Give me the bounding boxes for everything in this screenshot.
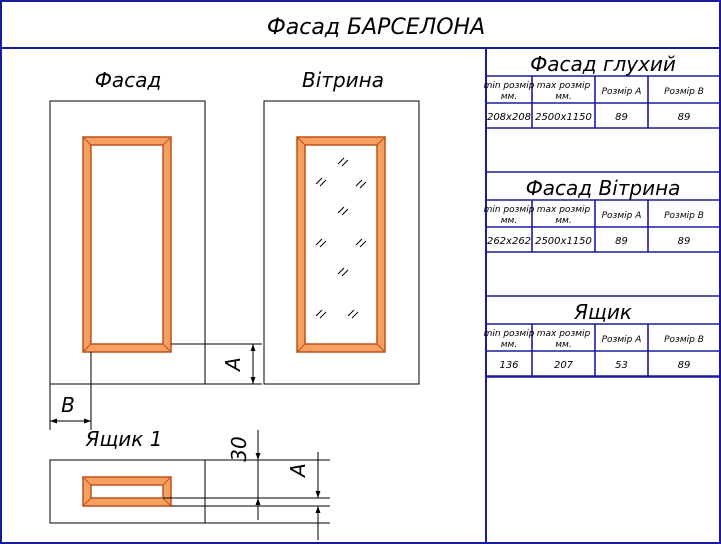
glass-hatch-marks [315, 157, 367, 319]
header-size-b: Розмір В [664, 335, 704, 345]
cell-min-size: 208x208 [487, 112, 531, 123]
dimension-30-label: 30 [227, 436, 251, 461]
yashchyk1-label: Ящик 1 [85, 427, 163, 451]
header-min-line2: мм. [501, 92, 517, 102]
dimension-b-label: В [61, 393, 75, 417]
dimension-a-fasad [171, 343, 262, 385]
cell-max-size: 207 [554, 360, 574, 371]
dimension-a-drawer-label: А [286, 463, 310, 479]
cell-size-b: 89 [678, 360, 691, 371]
dimension-b-fasad [49, 352, 92, 430]
header-max-line1: max розмір [537, 329, 591, 339]
table-title: Фасад Вітрина [526, 176, 681, 200]
header-min-line1: min розмір [484, 81, 535, 91]
header-max-line2: мм. [555, 340, 571, 350]
fasad-label: Фасад [95, 68, 162, 92]
vitryna-drawing [263, 100, 420, 385]
table-title: Фасад глухий [530, 52, 676, 76]
header-max-line2: мм. [555, 216, 571, 226]
header-min-line1: min розмір [484, 329, 535, 339]
header-min-line2: мм. [501, 216, 517, 226]
table-title: Ящик [573, 300, 632, 324]
cell-size-b: 89 [678, 112, 691, 123]
header-size-b: Розмір В [664, 87, 704, 97]
cell-max-size: 2500x1150 [535, 112, 592, 123]
header-max-line1: max розмір [537, 205, 591, 215]
header-max-line1: max розмір [537, 81, 591, 91]
cell-max-size: 2500x1150 [535, 236, 592, 247]
header-min-line2: мм. [501, 340, 517, 350]
dimension-a-label: А [221, 357, 245, 373]
page-title: Фасад БАРСЕЛОНА [267, 15, 485, 40]
cell-min-size: 136 [499, 360, 518, 371]
cell-size-b: 89 [678, 236, 691, 247]
header-min-line1: min розмір [484, 205, 535, 215]
cell-size-a: 89 [615, 112, 628, 123]
header-max-line2: мм. [555, 92, 571, 102]
cell-min-size: 262x262 [487, 236, 531, 247]
cell-size-a: 89 [615, 236, 628, 247]
header-size-a: Розмір А [602, 87, 642, 97]
yashchyk1-drawing [49, 459, 206, 524]
cell-size-a: 53 [615, 360, 628, 371]
header-size-a: Розмір А [602, 211, 642, 221]
vitryna-label: Вітрина [302, 68, 384, 92]
fasad-drawing [49, 100, 206, 385]
dimension-30-drawer [163, 430, 330, 540]
header-size-a: Розмір А [602, 335, 642, 345]
header-size-b: Розмір В [664, 211, 704, 221]
